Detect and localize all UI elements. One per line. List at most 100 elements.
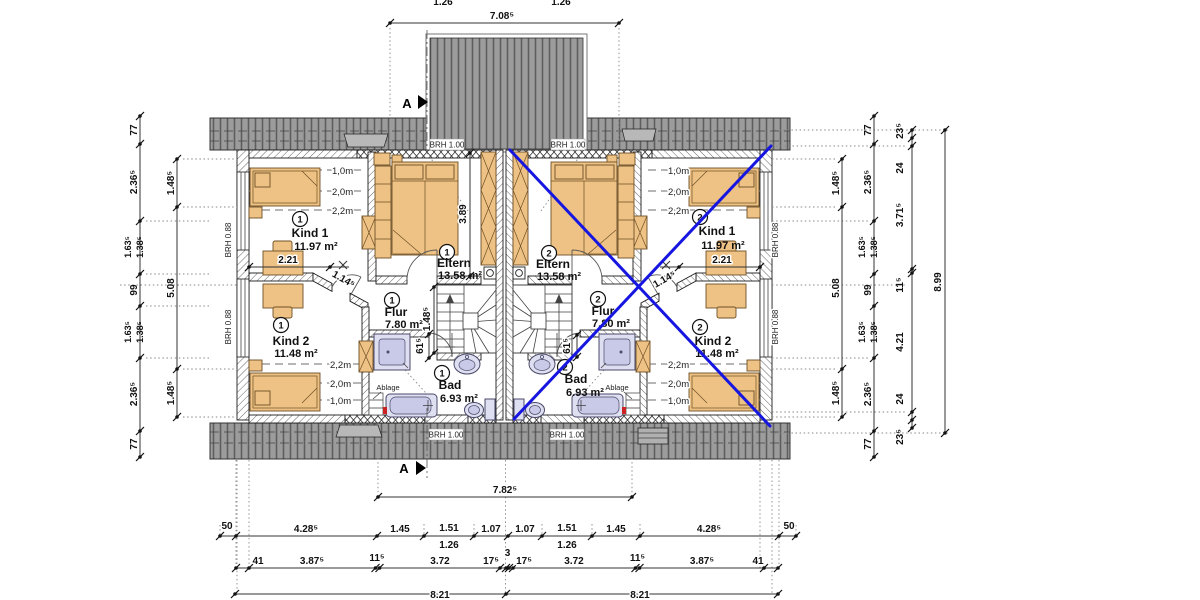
room-area-bad: 6.93 m² xyxy=(566,387,604,399)
nightstand xyxy=(248,359,263,372)
dim-chain-top: 1.26 1.26 7.08⁵ xyxy=(385,0,624,28)
dim-label: 41 xyxy=(752,556,764,567)
dim-label: 1.45 xyxy=(390,524,410,535)
dim-stair: 1.48⁵ xyxy=(422,307,433,331)
brh-wall-label: BRH 0.88 xyxy=(224,309,233,344)
bed-kind2 xyxy=(249,372,321,412)
dim-label: 23⁵ xyxy=(895,429,906,445)
interior-dimensions: 3.89 2.21 1.14⁵ 2.21 1.14⁵ 1.48⁵ 61⁵ 61⁵ xyxy=(244,148,765,363)
dim-door-diag-1: 1.14⁵ xyxy=(330,269,357,291)
wall-eltern-south xyxy=(375,275,408,285)
dim-label: 1.63⁵ xyxy=(857,321,867,343)
chimney-shaft xyxy=(480,151,497,280)
room-name-kind2: Kind 2 xyxy=(273,334,310,348)
brh-roof-labels: BRH 1.00 BRH 1.00 BRH 1.00 BRH 1.00 xyxy=(429,138,586,441)
room-area-flur: 7.80 m² xyxy=(385,319,423,331)
dim-label: 1.51 xyxy=(439,523,459,534)
dim-label: 3.72 xyxy=(430,556,450,567)
wardrobe-kind1 xyxy=(361,215,377,250)
unit-1-graphics xyxy=(236,149,504,424)
dim-label: 17⁵ xyxy=(516,556,532,567)
room-name-bad: Bad xyxy=(565,372,588,386)
dim-label: 23⁵ xyxy=(895,123,906,139)
dim-top-width: 7.08⁵ xyxy=(490,11,514,22)
room-name-bad: Bad xyxy=(439,378,462,392)
dim-label: 1.38⁵ xyxy=(135,321,145,343)
dim-label: 99 xyxy=(129,284,140,296)
room-name-flur: Flur xyxy=(385,305,408,319)
section-arrow-icon xyxy=(418,95,428,109)
dim-label: 1.63⁵ xyxy=(123,236,133,258)
room-area-kind1: 11.97 m² xyxy=(701,240,745,252)
unit-number: 2 xyxy=(546,249,551,260)
roof-height-label: 2,0m xyxy=(330,379,351,390)
gable-window xyxy=(236,171,250,251)
dim-label: 3 xyxy=(505,548,511,559)
roof-height-label: 1,0m xyxy=(668,396,689,407)
room-labels-unit-1: 1 Kind 1 11.97 m² 1 Eltern 13.58 m² 1 Fl… xyxy=(273,165,483,409)
roof-height-label: 2,0m xyxy=(332,187,353,198)
window-band-bottom xyxy=(467,414,497,424)
dormer xyxy=(425,33,588,153)
desk-kind2 xyxy=(262,283,304,319)
dim-label: 77 xyxy=(863,438,874,450)
room-area-bad: 6.93 m² xyxy=(440,393,478,405)
brh-wall-label: BRH 0.88 xyxy=(224,222,233,257)
red-marker xyxy=(383,407,387,414)
dim-label: 3.72 xyxy=(564,556,584,567)
dim-label: 4.21 xyxy=(895,332,906,352)
dim-label: 3.71⁵ xyxy=(895,203,906,227)
roof-window-bottom-left xyxy=(335,424,383,438)
room-area-kind1: 11.97 m² xyxy=(294,241,338,253)
dim-label: 1.38⁵ xyxy=(869,236,879,258)
dim-label: 11⁵ xyxy=(895,277,906,293)
dim-label: 1.07 xyxy=(515,524,535,535)
room-name-kind1: Kind 1 xyxy=(699,224,736,238)
unit-number: 2 xyxy=(562,363,567,374)
brh-roof-label: BRH 1.00 xyxy=(550,431,585,440)
dim-label: 50 xyxy=(783,521,795,532)
dim-label: 7.82⁵ xyxy=(493,485,517,496)
section-arrow-icon xyxy=(416,461,426,475)
section-label: A xyxy=(399,461,409,476)
dim-label: 2.36⁵ xyxy=(863,382,874,406)
dim-label: 99 xyxy=(863,284,874,296)
dim-label: 77 xyxy=(129,124,140,136)
dim-label: 1.63⁵ xyxy=(123,321,133,343)
dim-label: 2.36⁵ xyxy=(863,170,874,194)
room-name-kind2: Kind 2 xyxy=(695,334,732,348)
roof-height-label: 2,2m xyxy=(668,206,689,217)
section-label: A xyxy=(402,96,412,111)
toilet xyxy=(464,398,496,421)
dim-label: 1.26 xyxy=(439,540,459,551)
unit-number: 2 xyxy=(595,295,600,306)
room-name-kind1: Kind 1 xyxy=(292,226,329,240)
dim-label: 3.87⁵ xyxy=(690,556,714,567)
staircase xyxy=(436,284,497,354)
dim-bad-door-2: 61⁵ xyxy=(562,338,573,354)
dim-label: 17⁵ xyxy=(483,556,499,567)
room-name-flur: Flur xyxy=(592,304,615,318)
dim-kind-width-2: 2.21 xyxy=(712,255,732,266)
dim-label: 1.48⁵ xyxy=(831,381,842,405)
dim-label: 4.28⁵ xyxy=(697,524,721,535)
brh-roof-label: BRH 1.00 xyxy=(429,431,464,440)
dim-chain-left-outer: 77 2.36⁵ 1.63⁵ 1.38⁵ 99 1.63⁵ 1.38⁵ 2.36… xyxy=(123,111,145,462)
dim-chain-bottom-span: 7.82⁵ xyxy=(373,484,637,502)
dim-label: 24 xyxy=(895,162,906,174)
roof-band-bottom xyxy=(209,422,791,460)
dim-label: 2.36⁵ xyxy=(129,170,140,194)
shower xyxy=(373,333,411,371)
dim-chain-bottom-detail: 41 3.87⁵ 11⁵ 3.72 17⁵ 3 17⁵ 3.72 11⁵ 3.8… xyxy=(231,547,783,573)
room-area-eltern: 13.58 m² xyxy=(537,271,581,283)
double-bed-eltern xyxy=(391,161,459,256)
roof-height-label: 2,2m xyxy=(668,360,689,371)
dim-label: 3.87⁵ xyxy=(300,556,324,567)
dim-label: 1.26 xyxy=(557,540,577,551)
dim-chain-right-total: 8.99 xyxy=(933,125,950,438)
dim-chain-bottom-total: 8.21 8.21 xyxy=(230,589,783,600)
dim-door-diag-2: 1.14⁵ xyxy=(652,269,679,291)
roof-height-label: 2,0m xyxy=(668,187,689,198)
room-labels-unit-2: 2 Kind 1 11.97 m² 2 Eltern 13.58 m² 2 Fl… xyxy=(536,165,745,409)
dim-label: 2.36⁵ xyxy=(129,382,140,406)
